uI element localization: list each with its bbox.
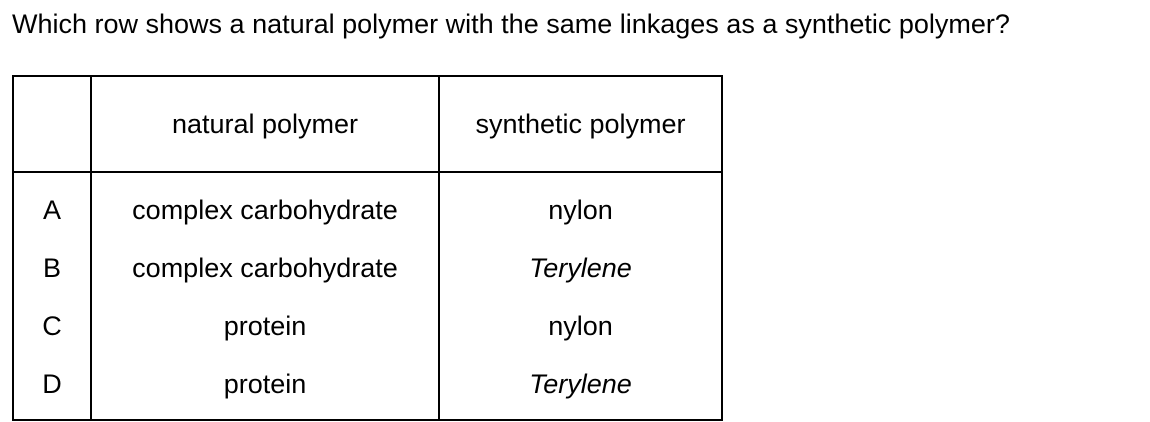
row-key: D xyxy=(12,355,92,421)
natural-polymer-cell: complex carbohydrate xyxy=(90,172,440,239)
table-row: C protein nylon xyxy=(12,297,723,355)
natural-polymer-cell: protein xyxy=(90,297,440,355)
header-synthetic-polymer: synthetic polymer xyxy=(438,75,723,173)
row-key: B xyxy=(12,239,92,297)
table-row: D protein Terylene xyxy=(12,355,723,421)
header-natural-polymer: natural polymer xyxy=(90,75,440,173)
answer-table: natural polymer synthetic polymer A comp… xyxy=(12,75,723,421)
table-row: A complex carbohydrate nylon xyxy=(12,172,723,239)
synthetic-polymer-cell: Terylene xyxy=(438,239,723,297)
natural-polymer-cell: protein xyxy=(90,355,440,421)
synthetic-polymer-cell: nylon xyxy=(438,172,723,239)
table-header-row: natural polymer synthetic polymer xyxy=(12,75,723,173)
natural-polymer-cell: complex carbohydrate xyxy=(90,239,440,297)
synthetic-polymer-cell: Terylene xyxy=(438,355,723,421)
header-key-cell xyxy=(12,75,92,173)
synthetic-polymer-cell: nylon xyxy=(438,297,723,355)
table-row: B complex carbohydrate Terylene xyxy=(12,239,723,297)
row-key: A xyxy=(12,172,92,239)
row-key: C xyxy=(12,297,92,355)
question-text: Which row shows a natural polymer with t… xyxy=(12,9,1010,39)
